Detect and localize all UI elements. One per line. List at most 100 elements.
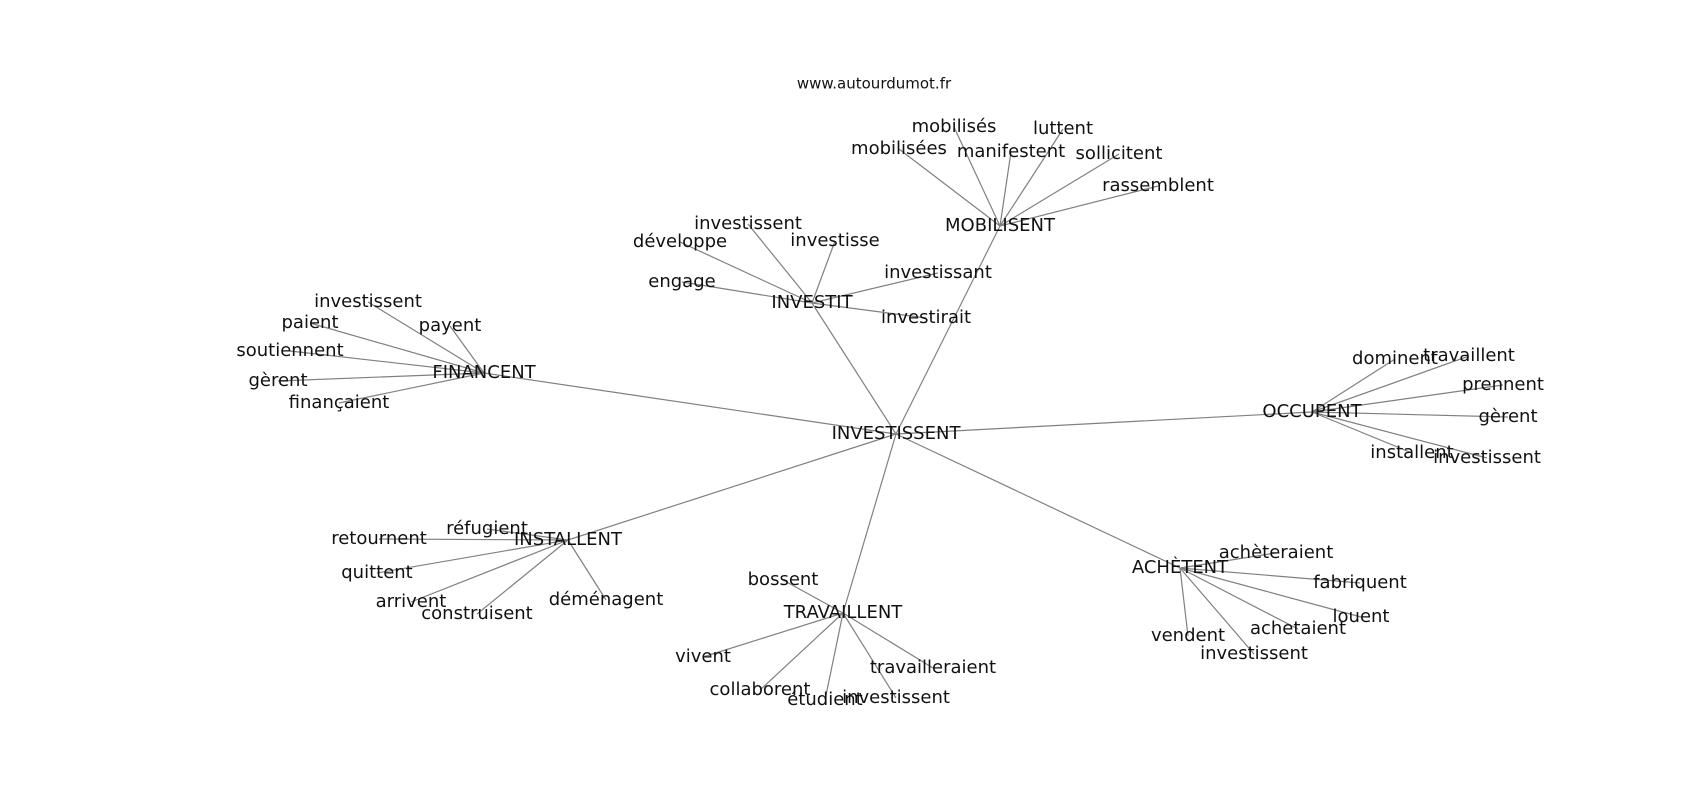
leaf-node-label: achèteraient xyxy=(1219,542,1334,563)
leaf-node-label: retournent xyxy=(331,528,427,549)
edge-hub-leaf xyxy=(309,322,485,374)
leaf-node-label: investissant xyxy=(884,262,992,283)
edge-center-hub xyxy=(842,433,897,614)
leaf-node-label: investissent xyxy=(842,687,950,708)
edge-center-hub xyxy=(483,372,897,435)
edge-hub-leaf xyxy=(824,612,844,701)
leaf-node-label: investisse xyxy=(790,230,879,251)
edge-hub-leaf xyxy=(898,148,1001,227)
leaf-node-label: gèrent xyxy=(248,370,307,391)
edge-center-hub xyxy=(895,433,1181,569)
edge-hub-leaf xyxy=(999,185,1159,227)
edge-hub-leaf xyxy=(486,528,569,541)
leaf-node-label: mobilisés xyxy=(912,116,997,137)
edge-hub-leaf xyxy=(1179,552,1277,569)
edge-hub-leaf xyxy=(811,272,939,304)
edge-center-hub xyxy=(895,225,1001,435)
edge-hub-leaf xyxy=(476,539,569,615)
edge-hub-leaf xyxy=(338,372,485,404)
edge-hub-leaf xyxy=(1311,384,1504,413)
edge-hub-leaf xyxy=(1179,567,1362,618)
leaf-node-label: vendent xyxy=(1151,625,1225,646)
leaf-node-label: engage xyxy=(648,271,715,292)
edge-hub-leaf xyxy=(811,240,836,304)
center-node-label: INVESTISSENT xyxy=(832,423,962,444)
edge-hub-leaf xyxy=(999,153,1120,227)
hub-node-label: FINANCENT xyxy=(432,362,536,383)
leaf-node-label: arrivent xyxy=(376,591,447,612)
leaf-node-label: mobilisées xyxy=(851,138,947,159)
leaf-node-label: investissent xyxy=(1433,447,1541,468)
leaf-node-label: rassemblent xyxy=(1102,175,1214,196)
graph-labels: INVESTISSENT MOBILISENT mobilisés luttent mo… xyxy=(236,116,1544,710)
leaf-node-label: payent xyxy=(419,315,482,336)
leaf-node-label: manifestent xyxy=(957,141,1065,162)
edge-hub-leaf xyxy=(1179,567,1189,637)
graph-edges xyxy=(277,126,1509,701)
hub-node-label: INVESTIT xyxy=(771,292,853,313)
leaf-node-label: dominent xyxy=(1352,348,1438,369)
edge-center-hub xyxy=(811,302,897,435)
leaf-node-label: sollicitent xyxy=(1076,143,1163,164)
leaf-node-label: finançaient xyxy=(289,392,390,413)
leaf-node-label: développe xyxy=(633,231,727,252)
leaf-node-label: investissent xyxy=(1200,643,1308,664)
leaf-node-label: installent xyxy=(1370,442,1453,463)
hub-node-label: OCCUPENT xyxy=(1262,401,1362,422)
edge-hub-leaf xyxy=(811,302,927,319)
edge-hub-leaf xyxy=(679,241,813,304)
edge-hub-leaf xyxy=(842,612,897,699)
hub-node-label: TRAVAILLENT xyxy=(783,602,904,623)
leaf-node-label: investirait xyxy=(881,307,971,328)
leaf-node-label: achetaient xyxy=(1250,618,1346,639)
edge-center-hub xyxy=(895,411,1313,435)
edge-hub-leaf xyxy=(999,151,1012,227)
leaf-node-label: construisent xyxy=(421,603,532,624)
leaf-node-label: déménagent xyxy=(549,589,664,610)
edge-hub-leaf xyxy=(702,612,844,658)
leaf-node-label: investissent xyxy=(694,213,802,234)
leaf-node-label: gèrent xyxy=(1478,406,1537,427)
hub-node-label: MOBILISENT xyxy=(945,215,1056,236)
edge-hub-leaf xyxy=(367,301,485,374)
leaf-node-label: réfugient xyxy=(446,518,528,539)
leaf-node-label: travailleraient xyxy=(870,657,996,678)
hub-node-label: INSTALLENT xyxy=(514,529,623,550)
edge-hub-leaf xyxy=(1311,411,1509,418)
leaf-node-label: bossent xyxy=(748,569,819,590)
edge-hub-leaf xyxy=(410,539,569,603)
leaf-node-label: étudient xyxy=(787,689,863,710)
edge-hub-leaf xyxy=(1311,411,1413,454)
leaf-node-label: luttent xyxy=(1033,118,1093,139)
leaf-node-label: fabriquent xyxy=(1313,572,1407,593)
edge-hub-leaf xyxy=(1311,358,1396,413)
hub-node-label: ACHÈTENT xyxy=(1132,556,1229,578)
edge-hub-leaf xyxy=(567,539,607,601)
leaf-node-label: quittent xyxy=(341,562,413,583)
edge-hub-leaf xyxy=(953,126,1001,227)
edge-hub-leaf xyxy=(289,350,485,374)
leaf-node-label: investissent xyxy=(314,291,422,312)
edge-hub-leaf xyxy=(747,223,813,304)
site-url: www.autourdumot.fr xyxy=(797,75,952,93)
edge-hub-leaf xyxy=(1311,411,1488,459)
edge-hub-leaf xyxy=(782,579,844,614)
edge-hub-leaf xyxy=(277,372,485,382)
edge-hub-leaf xyxy=(376,539,569,574)
edge-hub-leaf xyxy=(842,612,934,669)
leaf-node-label: prennent xyxy=(1462,374,1544,395)
edge-hub-leaf xyxy=(1179,567,1299,630)
leaf-node-label: paient xyxy=(282,312,339,333)
edge-hub-leaf xyxy=(1179,567,1361,584)
edge-hub-leaf xyxy=(1311,355,1470,413)
leaf-node-label: travaillent xyxy=(1423,345,1515,366)
edge-hub-leaf xyxy=(681,281,813,304)
leaf-node-label: louent xyxy=(1333,606,1390,627)
edge-hub-leaf xyxy=(999,128,1064,227)
edge-hub-leaf xyxy=(759,612,844,691)
edge-hub-leaf xyxy=(449,325,485,374)
edge-center-hub xyxy=(567,433,897,541)
leaf-node-label: collaborent xyxy=(710,679,811,700)
edge-hub-leaf xyxy=(1179,567,1255,655)
